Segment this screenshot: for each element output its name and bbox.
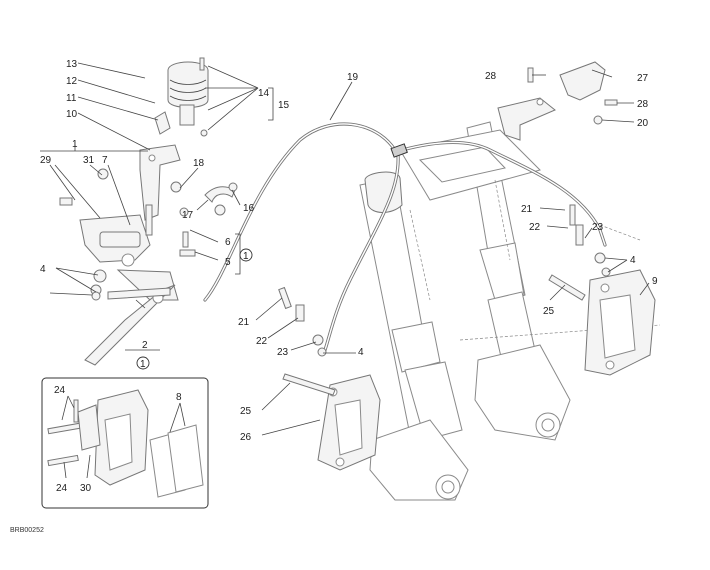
callout-10: 10 <box>66 109 78 120</box>
callout-8: 8 <box>176 392 182 403</box>
leader-lines <box>40 62 650 436</box>
callout-24-top: 24 <box>54 385 66 396</box>
callout-31: 31 <box>83 155 95 166</box>
callout-2: 2 <box>142 340 148 351</box>
callout-30: 30 <box>80 483 92 494</box>
callout-22-right: 22 <box>529 222 541 233</box>
callout-27: 27 <box>637 73 649 84</box>
brake-hoses <box>203 122 607 352</box>
callout-21-right: 21 <box>521 204 533 215</box>
callout-11: 11 <box>66 93 77 104</box>
hose-bracket-upper-right <box>497 61 618 141</box>
callout-25-left: 25 <box>240 406 252 417</box>
callout-7: 7 <box>102 155 108 166</box>
circle-note-1-upper: 1 <box>243 251 249 262</box>
callout-29: 29 <box>40 155 52 166</box>
callout-13: 13 <box>66 59 78 70</box>
callout-20: 20 <box>637 118 649 129</box>
front-fork-assembly <box>359 121 661 501</box>
brake-pad-inset <box>41 377 209 509</box>
callout-28-top: 28 <box>485 71 497 82</box>
callout-labels: 13 12 11 10 14 15 1 29 31 7 18 17 16 6 5… <box>40 59 658 494</box>
circle-note-1-lower: 1 <box>140 359 146 370</box>
callout-9: 9 <box>652 276 658 287</box>
callout-4-right: 4 <box>630 255 636 266</box>
callout-19: 19 <box>347 72 359 83</box>
brake-fluid-reservoir <box>154 57 209 137</box>
callout-12: 12 <box>66 76 78 87</box>
callout-22-left: 22 <box>256 336 268 347</box>
callout-6: 6 <box>225 237 231 248</box>
callout-26: 26 <box>240 432 252 443</box>
callout-25-right: 25 <box>543 306 555 317</box>
callout-28-right: 28 <box>637 99 649 110</box>
brake-caliper-left <box>278 286 381 471</box>
callout-23-left: 23 <box>277 347 289 358</box>
callout-18: 18 <box>193 158 205 169</box>
callout-16: 16 <box>243 203 255 214</box>
callout-5: 5 <box>225 257 231 268</box>
reservoir-bracket <box>139 144 181 221</box>
callout-17: 17 <box>182 210 194 221</box>
callout-21-left: 21 <box>238 317 250 328</box>
callout-4-left: 4 <box>40 264 46 275</box>
callout-15: 15 <box>278 100 290 111</box>
callout-1: 1 <box>72 139 78 150</box>
brake-caliper-right <box>548 204 656 376</box>
master-cylinder <box>79 214 179 366</box>
callout-4-center: 4 <box>358 347 364 358</box>
callout-14: 14 <box>258 88 270 99</box>
callout-24-bottom: 24 <box>56 483 68 494</box>
small-fittings-left <box>59 168 238 301</box>
callout-23-right: 23 <box>592 222 604 233</box>
drawing-code: BRB00252 <box>10 527 44 534</box>
